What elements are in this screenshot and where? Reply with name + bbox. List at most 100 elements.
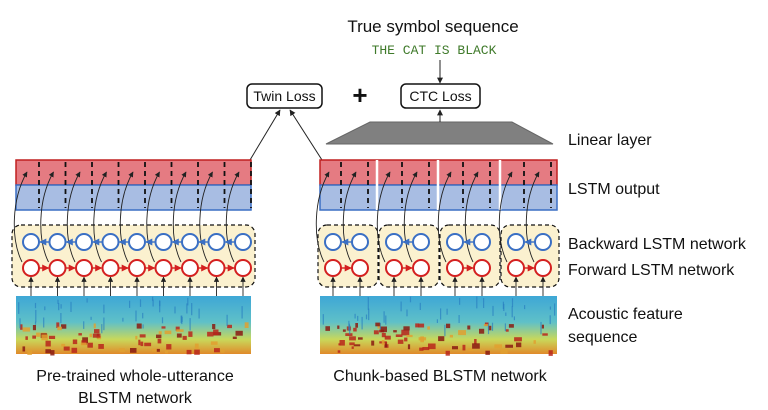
spectrogram-streak: [449, 334, 453, 338]
spectrogram-streak: [32, 335, 36, 339]
spectrogram-streak: [142, 324, 144, 329]
spectrogram-streak: [58, 302, 60, 311]
spectrogram-streak: [27, 350, 32, 355]
spectrogram-streak: [164, 350, 168, 354]
plus-sign: +: [352, 80, 367, 110]
spectrogram-streak: [63, 346, 70, 351]
spectrogram-streak: [459, 297, 461, 305]
backward-node: [154, 233, 173, 251]
spectrogram-streak: [130, 348, 137, 353]
spectrogram-streak: [166, 344, 172, 350]
spectrogram-streak: [235, 330, 243, 336]
label-forward-lstm: Forward LSTM network: [568, 262, 735, 279]
spectrogram-streak: [541, 324, 544, 329]
spectrogram-streak: [156, 334, 162, 339]
spectrogram-streak: [462, 344, 466, 351]
whole-utterance-blstm: [11, 159, 256, 356]
spectrogram-streak: [93, 323, 96, 329]
spectrogram-streak: [505, 312, 507, 316]
spectrogram-streak: [354, 313, 356, 319]
spectrogram-streak: [358, 337, 363, 340]
spectrogram-streak: [339, 340, 345, 346]
spectrogram-streak: [156, 348, 160, 352]
node-to-output-arrow: [225, 171, 240, 263]
node-to-output-arrow: [146, 171, 160, 263]
forward-node: [473, 259, 491, 277]
backward-node: [446, 233, 464, 251]
backward-node: [507, 233, 525, 251]
spectrogram-streak: [189, 318, 191, 331]
spectrogram-streak: [129, 300, 131, 308]
forward-node: [207, 259, 226, 277]
label-acoustic-line2: sequence: [568, 329, 637, 346]
node-to-output-arrow: [464, 171, 479, 263]
spectrogram-streak: [488, 325, 492, 331]
label-backward-lstm: Backward LSTM network: [568, 236, 747, 253]
spectrogram-streak: [395, 334, 403, 337]
node-to-output-arrow: [342, 171, 357, 263]
spectrogram-streak: [151, 348, 157, 352]
spectrogram-streak: [103, 304, 105, 314]
spectrogram-streak: [513, 316, 515, 321]
spectrogram-streak: [338, 343, 341, 346]
spectrogram-streak: [381, 340, 385, 346]
spectrogram-streak: [210, 341, 218, 345]
backward-node: [412, 233, 430, 251]
spectrogram-streak: [20, 324, 23, 330]
spectrogram-streak: [420, 336, 424, 343]
forward-node: [48, 259, 67, 277]
forward-node: [412, 259, 430, 277]
spectrogram-streak: [70, 301, 72, 312]
node-to-output-arrow: [40, 171, 54, 263]
spectrogram-streak: [409, 296, 412, 303]
spectrogram-streak: [474, 339, 477, 345]
spectrogram-streak: [380, 326, 387, 333]
spectrogram-streak: [152, 299, 154, 307]
spectrogram-streak: [401, 329, 410, 336]
backward-node: [75, 233, 93, 251]
spectrogram-streak: [213, 329, 219, 336]
spectrogram-streak: [241, 306, 243, 319]
spectrogram-streak: [446, 308, 448, 315]
spectrogram-streak: [181, 317, 183, 322]
spectrogram-streak: [349, 336, 356, 341]
forward-node: [22, 259, 40, 277]
spectrogram-streak: [458, 330, 466, 336]
spectrogram-streak: [41, 334, 48, 341]
spectrogram-streak: [404, 337, 408, 342]
spectrogram-streak: [383, 311, 385, 323]
spectrogram-streak: [45, 349, 51, 354]
spectrogram-streak: [514, 337, 522, 342]
spectrogram-streak: [135, 310, 137, 322]
spectrogram-streak: [50, 350, 55, 356]
spectrogram-streak: [144, 342, 152, 347]
spectrogram-streak: [103, 317, 105, 331]
spectrogram-streak: [161, 317, 164, 324]
backward-node: [385, 233, 403, 251]
spectrogram-streak: [487, 323, 490, 335]
spectrogram-streak: [415, 323, 420, 328]
spectrogram-streak: [157, 338, 162, 344]
spectrogram-streak: [60, 313, 62, 324]
node-to-output-arrow: [172, 171, 187, 263]
spectrogram-streak: [533, 340, 536, 344]
spectrogram-streak: [98, 344, 104, 349]
spectrogram-streak: [361, 316, 363, 330]
backward-node: [351, 233, 369, 251]
spectrogram-streak: [186, 303, 188, 314]
spectrogram-streak: [182, 335, 187, 340]
spectrogram-streak: [87, 342, 93, 348]
spectrogram-streak: [19, 318, 21, 329]
spectrogram-streak: [406, 334, 413, 338]
spectrogram-streak: [89, 333, 92, 338]
node-to-output-arrow: [315, 171, 330, 263]
spectrogram-streak: [176, 333, 182, 338]
spectrogram-streak: [355, 323, 358, 328]
spectrogram-streak: [57, 326, 62, 331]
spectrogram-streak: [194, 349, 200, 355]
spectrogram-streak: [61, 343, 66, 347]
spectrogram-streak: [22, 327, 31, 332]
spectrogram-streak: [135, 335, 138, 340]
label-linear-layer: Linear layer: [568, 132, 652, 149]
spectrogram-streak: [385, 315, 387, 325]
